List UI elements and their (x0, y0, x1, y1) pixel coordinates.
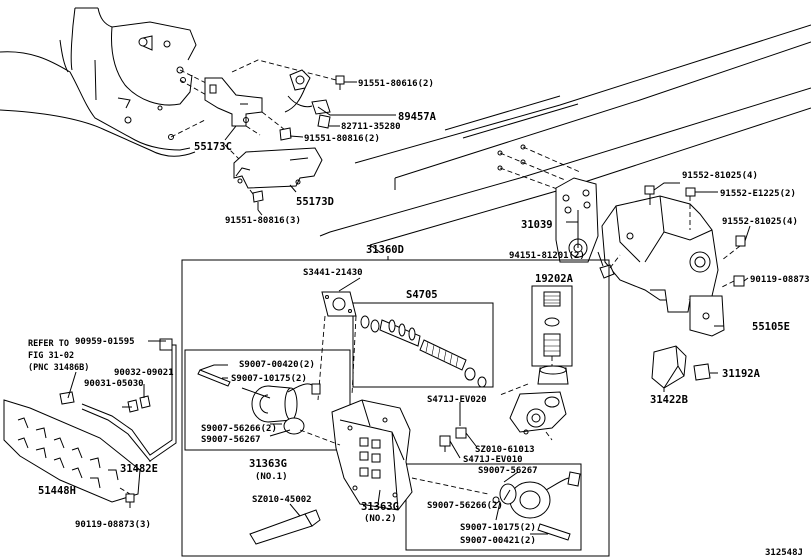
solenoid-no1 (197, 369, 321, 435)
refer-note-line2: FIG 31-02 (28, 351, 74, 361)
label-sz010-45002: SZ010-45002 (252, 495, 312, 505)
grease-tube (249, 509, 321, 545)
label-91552-e1225: 91552-E1225(2) (720, 189, 796, 199)
refer-note-line1: REFER TO (28, 339, 69, 349)
shifter-housing (331, 399, 413, 511)
bolt-91551-80616 (335, 75, 345, 90)
label-19202a: 19202A (535, 273, 574, 285)
transmission-housing (0, 7, 221, 157)
label-91552-81025-a: 91552-81025(4) (682, 171, 758, 181)
label-31363g-no2: 31363G (361, 501, 399, 513)
shift-actuator-body (509, 365, 569, 435)
label-90031-05030: 90031-05030 (84, 379, 144, 389)
label-55173c: 55173C (194, 141, 232, 153)
kit-box-31363g-no2 (405, 463, 582, 551)
fitting-90032 (127, 395, 151, 413)
bolt-91551-80816-b (252, 190, 264, 210)
part-labels: 91551-80616(2) 89457A 82711-35280 91551-… (28, 79, 811, 558)
label-31363g-no1: 31363G (249, 458, 287, 470)
label-no2: (NO.2) (364, 514, 397, 524)
bolt-91552-81025-b (721, 235, 746, 261)
connector-90031 (59, 391, 75, 405)
label-s9007-00420: S9007-00420(2) (239, 360, 315, 370)
bolt-91552-81025-a (644, 185, 655, 205)
label-s9007-10175-a: S9007-10175(2) (231, 374, 307, 384)
label-90119-08873-3: 90119-08873(3) (75, 520, 151, 530)
clamp-90959-01595 (159, 338, 173, 351)
label-31482e: 31482E (120, 463, 158, 475)
label-55105e: 55105E (752, 321, 790, 333)
label-s9007-56266-b: S9007-56266(2) (427, 501, 503, 511)
heat-shield-51448h (3, 399, 141, 503)
label-s4705: S4705 (406, 289, 438, 301)
label-s9007-56267-b: S9007-56267 (478, 466, 538, 476)
label-82711-35280: 82711-35280 (341, 122, 401, 132)
valve-parts-19202a (543, 291, 561, 357)
label-s9007-10175-b: S9007-10175(2) (460, 523, 536, 533)
leader-lines (67, 81, 751, 535)
bracket-31039 (555, 177, 599, 263)
label-s471j-ev020: S471J-EV020 (427, 395, 487, 405)
bracket-55173c (204, 77, 263, 127)
label-31192a: 31192A (722, 368, 761, 380)
label-51448h: 51448H (38, 485, 76, 497)
label-s9007-56267-a: S9007-56267 (201, 435, 261, 445)
label-90119-08873-2: 90119-08873(2) (750, 275, 811, 285)
assembly-box-31360d (181, 259, 610, 557)
bolt-91551-80816-a (279, 127, 292, 141)
bolt-91552-e1225 (685, 187, 696, 230)
label-s471j-ev010: S471J-EV010 (463, 455, 523, 465)
label-no1: (NO.1) (255, 472, 288, 482)
mounting-bracket-assembly (601, 195, 725, 337)
speed-sensor-89457a (284, 69, 331, 129)
label-91551-80816-2: 91551-80816(2) (304, 134, 380, 144)
label-91552-81025-b: 91552-81025(4) (722, 217, 798, 227)
label-55173d: 55173D (296, 196, 334, 208)
pad-31422b (651, 345, 687, 389)
kit-box-s4705 (352, 302, 494, 388)
label-31039: 31039 (521, 219, 553, 231)
bolt-90119-08873-b (125, 493, 135, 508)
label-s9007-00421: S9007-00421(2) (460, 536, 536, 546)
illustration-number: 312548J (765, 548, 803, 558)
label-89457a: 89457A (398, 111, 437, 123)
gasket-s3441-21430 (321, 291, 357, 317)
kit-box-31363g-no1 (184, 349, 351, 451)
bolt-90119-08873-a (719, 275, 745, 289)
label-s9007-56266-a: S9007-56266(2) (201, 424, 277, 434)
plate-31192a (693, 363, 711, 381)
label-91551-80816-3: 91551-80816(3) (225, 216, 301, 226)
refer-note-line3: (PNC 31486B) (28, 363, 89, 373)
label-s3441-21430: S3441-21430 (303, 268, 363, 278)
label-90032-09021: 90032-09021 (114, 368, 174, 378)
seal-kit-s4705-parts (360, 315, 487, 388)
label-90959-01595: 90959-01595 (75, 337, 135, 347)
cover-55173d (233, 147, 323, 199)
label-94151-81201: 94151-81201(2) (509, 251, 585, 261)
label-sz010-61013: SZ010-61013 (475, 445, 535, 455)
label-31422b: 31422B (650, 394, 688, 406)
nut-94151-81201 (599, 254, 621, 279)
label-91551-80616: 91551-80616(2) (358, 79, 434, 89)
label-31360d: 31360D (366, 244, 404, 256)
fittings-s471j (439, 427, 467, 452)
